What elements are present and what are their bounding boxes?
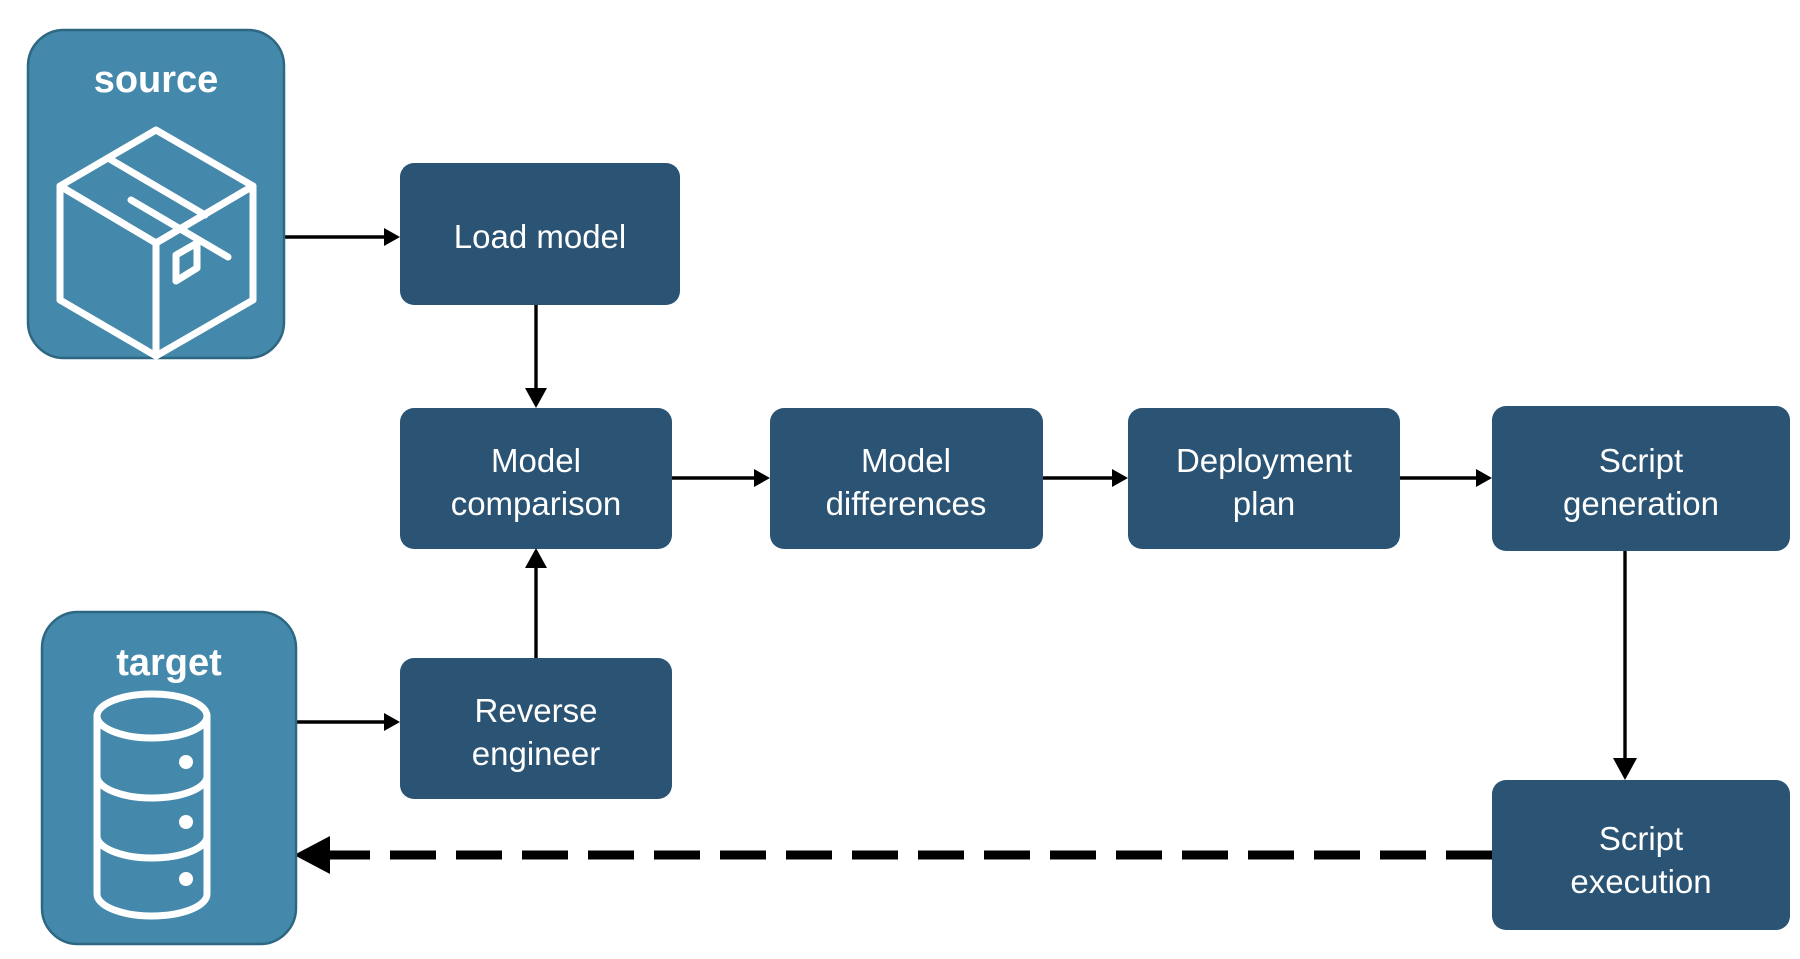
node-script-execution[interactable]: Script execution	[1492, 780, 1790, 930]
connector-model-differences-to-deployment-plan	[1043, 469, 1128, 487]
target-card-background	[40, 610, 298, 946]
connector-load-model-to-model-comparison	[525, 305, 547, 408]
model-differences-label-line1: Model	[861, 442, 951, 479]
model-differences-label-line2: differences	[826, 485, 987, 522]
script-generation-background	[1492, 406, 1790, 551]
connector-target-to-reverse-engineer	[296, 713, 400, 731]
node-load-model[interactable]: Load model	[400, 163, 680, 305]
model-comparison-background	[400, 408, 672, 549]
model-comparison-label-line2: comparison	[451, 485, 622, 522]
connector-deployment-plan-to-script-generation	[1400, 469, 1492, 487]
endpoint-source[interactable]: source	[26, 28, 286, 360]
package-box-icon	[56, 126, 257, 360]
script-execution-label-line2: execution	[1570, 863, 1711, 900]
reverse-engineer-label-line1: Reverse	[475, 692, 598, 729]
deployment-plan-label-line1: Deployment	[1176, 442, 1352, 479]
connector-model-comparison-to-model-differences	[672, 469, 770, 487]
node-reverse-engineer[interactable]: Reverse engineer	[400, 658, 672, 799]
database-cylinder-icon	[93, 690, 211, 920]
load-model-background	[400, 163, 680, 305]
reverse-engineer-label-line2: engineer	[472, 735, 600, 772]
node-deployment-plan[interactable]: Deployment plan	[1128, 408, 1400, 549]
node-model-comparison[interactable]: Model comparison	[400, 408, 672, 549]
connector-reverse-engineer-to-model-comparison	[525, 548, 547, 658]
script-execution-label-line1: Script	[1599, 820, 1683, 857]
source-title: source	[94, 59, 219, 101]
script-execution-background	[1492, 780, 1790, 930]
script-generation-label-line1: Script	[1599, 442, 1683, 479]
connector-source-to-load-model	[285, 228, 400, 246]
load-model-label: Load model	[454, 218, 626, 255]
deployment-plan-background	[1128, 408, 1400, 549]
deployment-plan-label-line2: plan	[1233, 485, 1295, 522]
node-script-generation[interactable]: Script generation	[1492, 406, 1790, 551]
node-model-differences[interactable]: Model differences	[770, 408, 1043, 549]
connector-script-execution-to-target-dashed	[294, 836, 1492, 874]
script-generation-label-line2: generation	[1563, 485, 1719, 522]
connector-script-generation-to-script-execution	[1613, 551, 1637, 780]
reverse-engineer-background	[400, 658, 672, 799]
endpoint-target[interactable]: target	[40, 610, 298, 946]
model-differences-background	[770, 408, 1043, 549]
target-title: target	[116, 642, 222, 684]
model-comparison-label-line1: Model	[491, 442, 581, 479]
